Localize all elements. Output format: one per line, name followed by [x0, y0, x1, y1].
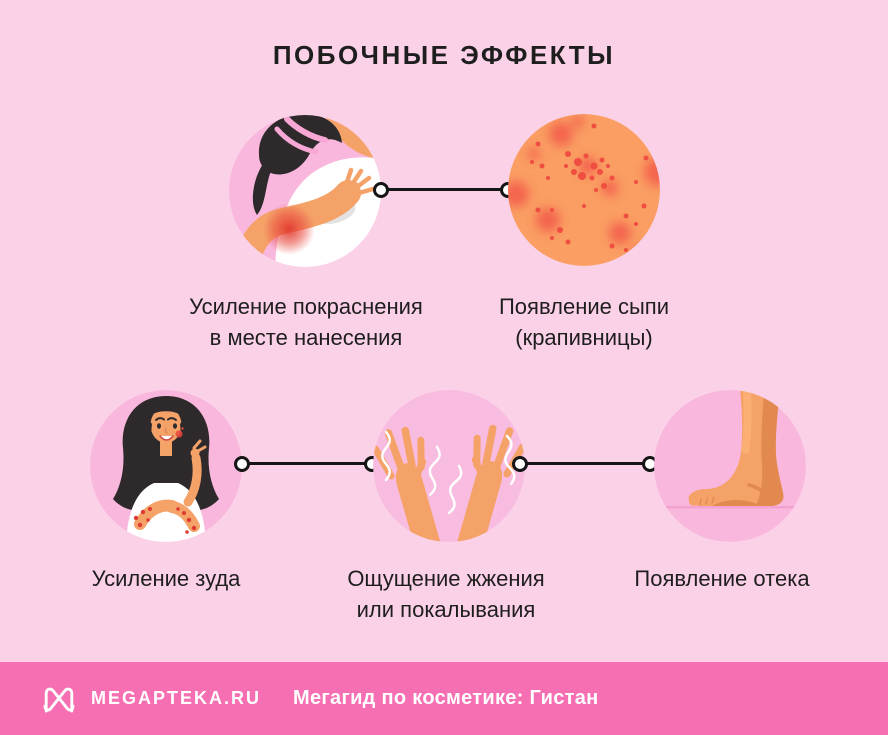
woman-scratching-arm-illustration: [229, 115, 381, 267]
megapteka-logo-icon: [43, 687, 75, 712]
effect-label-rash: Появление сыпи (крапивницы): [498, 294, 670, 350]
footer-caption: Мегагид по косметике: Гистан: [293, 687, 599, 709]
connector-line: [512, 455, 658, 472]
connector-dot: [373, 181, 389, 198]
connector-line: [373, 181, 516, 198]
connector-line: [234, 455, 380, 472]
effect-label-redness: Усиление покраснения в месте нанесения: [189, 294, 423, 350]
effect-label-itching: Усиление зуда: [91, 566, 241, 591]
swollen-foot-illustration: [654, 390, 806, 542]
skin-rash-closeup-illustration: [508, 114, 660, 266]
effect-label-burning: Ощущение жжения или покалывания: [347, 566, 545, 622]
page-title: ПОБОЧНЫЕ ЭФФЕКТЫ: [272, 40, 616, 70]
effect-label-swelling: Появление отека: [634, 566, 810, 591]
woman-itching-illustration: [90, 390, 242, 542]
footer-brand: MEGAPTEKA.RU: [91, 688, 262, 708]
connector-dot: [234, 455, 250, 472]
footer-bar: MEGAPTEKA.RU Мегагид по косметике: Гиста…: [0, 662, 888, 735]
connector-dot: [512, 455, 528, 472]
trembling-hands-illustration: [373, 390, 525, 542]
